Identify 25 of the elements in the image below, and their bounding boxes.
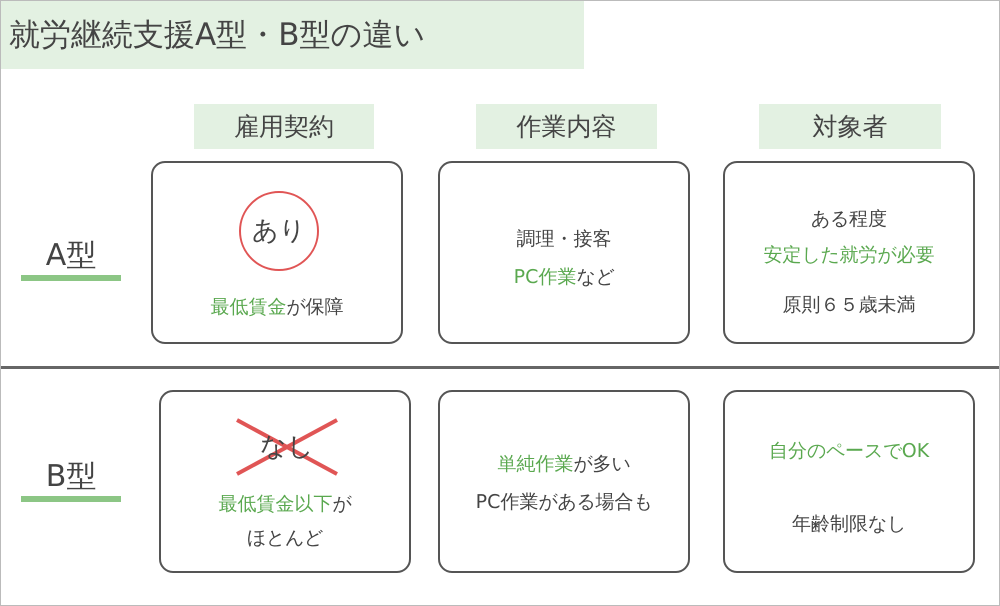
comparison-card (159, 390, 411, 573)
title-banner: 就労継続支援A型・B型の違い (1, 1, 584, 69)
card-text: ある程度 (811, 207, 887, 232)
card-text: 安定した就労が必要 (764, 243, 934, 268)
card-text: 最低賃金が保障 (210, 295, 344, 320)
comparison-card (151, 161, 403, 344)
card-text: ほとんど (247, 526, 323, 551)
comparison-card (438, 161, 690, 344)
column-header: 対象者 (759, 104, 941, 149)
card-text: 自分のペースでOK (768, 439, 930, 464)
column-header: 作業内容 (476, 104, 657, 149)
card-text: 年齢制限なし (792, 512, 906, 537)
card-text: PC作業がある場合も (476, 490, 652, 515)
card-text: 単純作業が多い (498, 452, 630, 477)
row-label: A型 (21, 237, 121, 281)
row-label: B型 (21, 458, 121, 502)
column-header: 雇用契約 (194, 104, 374, 149)
card-text: PC作業など (514, 265, 614, 290)
comparison-card (723, 161, 975, 344)
card-text: 原則６５歳未満 (782, 293, 916, 318)
card-text: 調理・接客 (516, 227, 612, 252)
card-text: 最低賃金以下が (218, 492, 352, 517)
circled-text: あり (239, 191, 319, 271)
comparison-card (438, 390, 690, 573)
comparison-card (723, 390, 975, 573)
